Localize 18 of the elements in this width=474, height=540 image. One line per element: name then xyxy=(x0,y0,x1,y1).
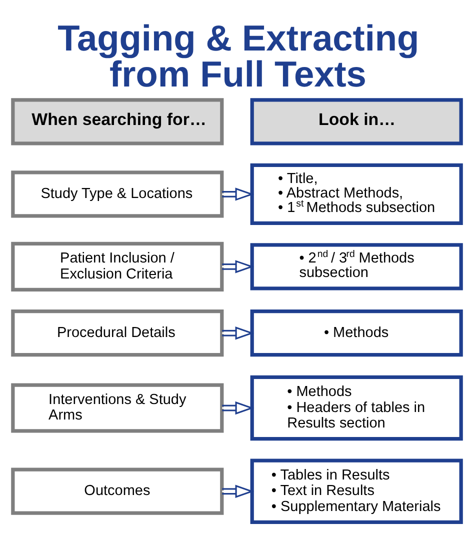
node-box: Interventions & Study Arms xyxy=(11,383,224,433)
node-box: • Tables in Results • Text in Results • Supplementary Materials xyxy=(250,458,463,524)
node-box: • Title, • Abstract Methods, • 1$^{st}$ Methods subsection xyxy=(250,163,463,225)
node-box: Patient Inclusion / Exclusion Criteria xyxy=(11,242,224,292)
arrow xyxy=(222,326,254,340)
node-box: • Methods • Headers of tables in Results section xyxy=(250,375,463,441)
arrow xyxy=(222,401,254,415)
arrow xyxy=(222,188,254,201)
node-box: When searching for… xyxy=(11,98,224,146)
node-box: Study Type & Locations xyxy=(11,170,224,218)
node-box: • Methods xyxy=(250,310,463,357)
node-box: Outcomes xyxy=(11,468,224,515)
diagram-title: Tagging & Extracting from Full Texts xyxy=(58,17,420,95)
arrow xyxy=(222,260,254,274)
arrow xyxy=(222,484,254,498)
node-box: Look in… xyxy=(250,98,463,146)
node-box: Procedural Details xyxy=(11,310,224,357)
node-box: • 2$^{nd}$ / 3$^{rd}$ Methods subsection xyxy=(250,243,463,290)
